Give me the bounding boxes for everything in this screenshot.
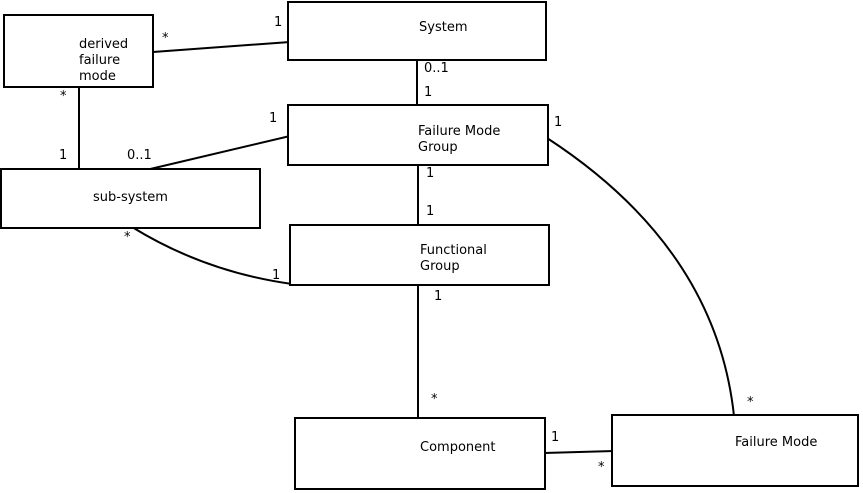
edge-failure-mode-group-to-failure-mode: [546, 137, 735, 417]
node-label-line: derived: [79, 37, 129, 52]
multiplicity-dfm-subsystem-near-subsystem: 1: [59, 148, 68, 163]
multiplicity-subsystem-fg-near-subsystem: *: [124, 230, 131, 245]
multiplicity-fmg-fm-near-fm: *: [747, 395, 754, 410]
multiplicity-dfm-subsystem-near-dfm: *: [60, 89, 67, 104]
node-label-line: mode: [79, 69, 116, 84]
node-label-failure-mode-group: Failure Mode Group: [418, 124, 500, 156]
node-label-failure-mode: Failure Mode: [735, 435, 817, 451]
node-label-sub-system: sub-system: [0, 190, 261, 206]
edge-failure-mode-group-to-sub-system: [145, 135, 291, 171]
multiplicity-system-fmg-near-fmg: 1: [424, 85, 433, 100]
node-failure-mode: [611, 414, 859, 487]
node-label-line: Group: [420, 259, 460, 274]
multiplicity-component-fm-near-component: 1: [551, 430, 560, 445]
node-label-line: failure: [79, 53, 121, 68]
multiplicity-component-fm-near-fm: *: [598, 460, 605, 475]
node-label-line: Failure Mode: [735, 435, 818, 450]
edge-derived-failure-mode-to-system: [152, 41, 291, 53]
node-label-functional-group: Functional Group: [420, 243, 487, 275]
edge-sub-system-to-functional-group: [131, 226, 293, 285]
node-system: [287, 1, 547, 61]
multiplicity-fg-component-near-fg: 1: [434, 289, 443, 304]
node-label-component: Component: [420, 440, 495, 456]
multiplicity-fmg-fm-near-fmg: 1: [554, 115, 563, 130]
node-label-line: Functional: [420, 243, 487, 258]
node-label-line: Component: [420, 440, 496, 455]
node-label-derived-failure-mode: derived failure mode: [79, 37, 128, 85]
multiplicity-fmg-fg-near-fmg: 1: [426, 166, 435, 181]
node-label-system: System: [419, 20, 467, 36]
node-label-line: sub-system: [93, 190, 168, 205]
node-component: [294, 417, 546, 490]
multiplicity-fmg-subsystem-near-subsystem: 0..1: [127, 148, 152, 163]
node-label-line: Group: [418, 140, 458, 155]
node-functional-group: [289, 224, 550, 286]
node-sub-system: [0, 168, 261, 229]
multiplicity-fg-component-near-component: *: [431, 392, 438, 407]
edge-component-to-failure-mode: [543, 450, 615, 454]
node-label-line: System: [419, 20, 468, 35]
multiplicity-fmg-subsystem-near-fmg: 1: [269, 111, 278, 126]
multiplicity-system-fmg-near-system: 0..1: [424, 61, 449, 76]
multiplicity-dfm-system-near-system: 1: [274, 15, 283, 30]
multiplicity-fmg-fg-near-fg: 1: [426, 204, 435, 219]
node-label-line: Failure Mode: [418, 124, 501, 139]
multiplicity-dfm-system-near-dfm: *: [162, 31, 169, 46]
node-failure-mode-group: [287, 104, 549, 166]
multiplicity-subsystem-fg-near-fg: 1: [272, 268, 281, 283]
node-derived-failure-mode: [3, 14, 154, 88]
